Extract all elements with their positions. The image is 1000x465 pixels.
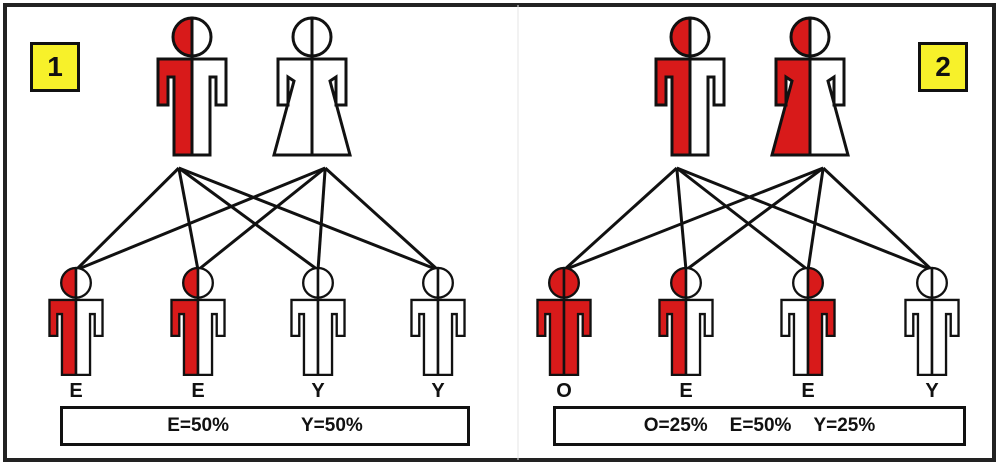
panel-1-summary: E=50% Y=50%: [60, 406, 470, 446]
panel-1-child-1-label: E: [69, 380, 83, 402]
panel-2-summary-y: Y=25%: [813, 415, 876, 436]
panel-2-summary-o: O=25%: [643, 415, 708, 436]
panel-2-child-4-label: Y: [925, 380, 939, 402]
panel-2-child-4: [904, 266, 960, 377]
panel-2-child-1: [536, 266, 592, 377]
panel-1-child-2: [170, 266, 226, 377]
panel-1-cross-lines: [74, 166, 440, 272]
panel-1-child-4-label: Y: [431, 380, 445, 402]
panel-2-child-3-label: E: [801, 380, 815, 402]
panel-2-parent-1-male: [654, 16, 726, 157]
panel-1-child-3: [290, 266, 346, 377]
panel-2-child-3: [780, 266, 836, 377]
panel-1-child-3-label: Y: [311, 380, 325, 402]
panel-1-parent-1-male: [156, 16, 228, 157]
panel-2-parent-2-female: [770, 16, 850, 157]
panel-1-summary-e: E=50%: [167, 415, 229, 436]
panel-2-summary: O=25% E=50% Y=25%: [553, 406, 966, 446]
panel-1-child-2-label: E: [191, 380, 205, 402]
panel-2-cross-lines: [562, 166, 934, 272]
panel-2-summary-e: E=50%: [729, 415, 792, 436]
panel-2-child-2-label: E: [679, 380, 693, 402]
panel-2-child-2: [658, 266, 714, 377]
panel-2-child-1-label: O: [556, 380, 572, 402]
panel-1-summary-y: Y=50%: [301, 415, 363, 436]
panel-1: [48, 16, 466, 377]
outer-frame: [3, 3, 996, 462]
panel-1-child-1: [48, 266, 104, 377]
panel-1-parent-2-female: [272, 16, 352, 157]
panel-1-badge: 1: [30, 42, 80, 92]
panel-2-badge: 2: [918, 42, 968, 92]
panel-1-child-4: [410, 266, 466, 377]
panel-2: [536, 16, 960, 377]
